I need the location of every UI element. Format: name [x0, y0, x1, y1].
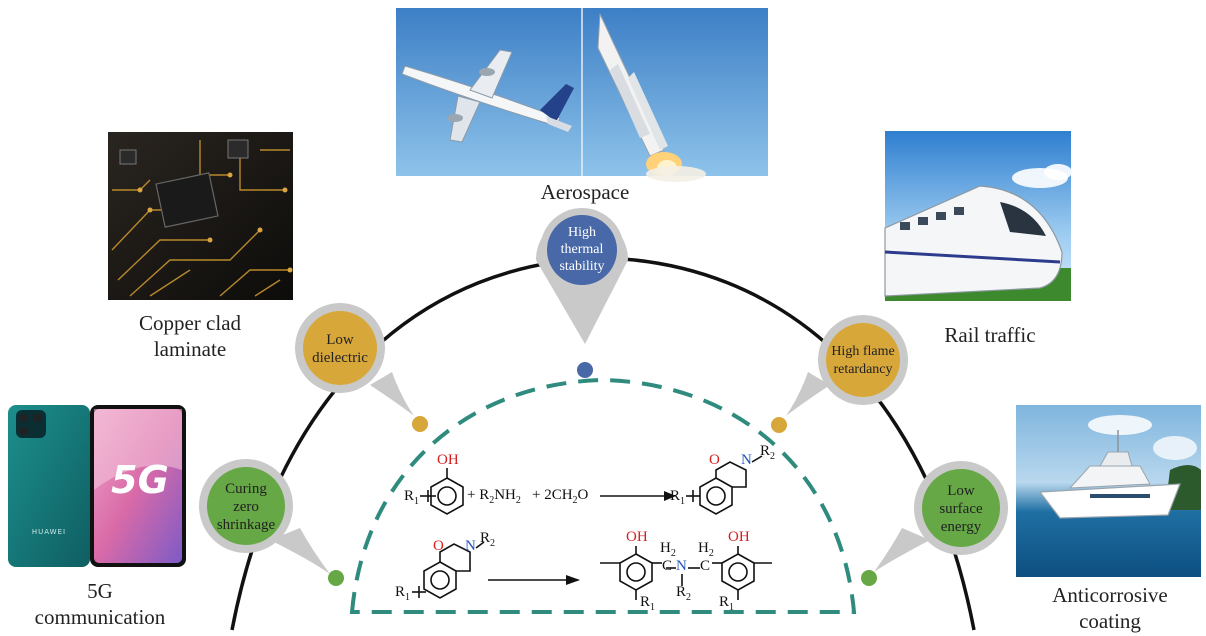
- dashed-inner-arc: [349, 377, 857, 614]
- r2-label-product: R2: [760, 443, 776, 462]
- yacht-photo: [1016, 405, 1201, 577]
- r1-label-reactant: R1: [395, 584, 411, 603]
- caption-5g-communication: 5G communication: [34, 579, 166, 629]
- caption-copper-clad-laminate: Copper clad laminate: [138, 311, 242, 361]
- caption-anticorrosive-coating: Anticorrosive coating: [1052, 583, 1168, 633]
- dot-zero-shrinkage: [328, 570, 344, 586]
- label-low-surface-energy: Low surface energy: [939, 483, 983, 535]
- dot-surface-energy: [861, 570, 877, 586]
- phenol-ring: [430, 477, 464, 515]
- caption-rail-traffic: Rail traffic: [944, 323, 1036, 347]
- r1-label-left-ring: R1: [640, 594, 656, 613]
- pin-low-dielectric: [295, 303, 428, 432]
- n-label-product: N: [741, 452, 752, 468]
- formaldehyde-term: + 2CH2O: [532, 487, 589, 506]
- h2-label-left: H2: [660, 540, 676, 559]
- o-label-reactant: O: [433, 538, 444, 554]
- caption-aerospace: Aerospace: [540, 180, 630, 204]
- rocket-image: [597, 13, 706, 182]
- h2-label-right: H2: [698, 540, 714, 559]
- n-label-bridge: N: [676, 558, 687, 574]
- reaction-2: [412, 541, 772, 600]
- pin-thermal-stability: [536, 208, 628, 378]
- r1-label-right-ring: R1: [719, 594, 735, 613]
- oh-label-left: OH: [626, 529, 648, 545]
- label-low-dielectric: Low dielectric: [312, 332, 368, 366]
- label-high-flame-retardancy: High flame retardancy: [831, 344, 895, 377]
- label-high-thermal-stability: High thermal stability: [559, 225, 605, 274]
- airplane-image: [401, 49, 574, 143]
- pin-zero-shrinkage: [199, 459, 344, 586]
- circuit-board-photo: [108, 132, 293, 300]
- aerospace-photo: [396, 8, 768, 182]
- r1-label-phenol: R1: [404, 488, 420, 507]
- c-label-left: C: [662, 558, 673, 574]
- o-label-product: O: [709, 452, 720, 468]
- pin-surface-energy: [861, 461, 1008, 586]
- smartphone-photo: [8, 405, 186, 567]
- r1-label-product: R1: [670, 488, 686, 507]
- phone-brand-text: HUAWEI: [31, 528, 67, 536]
- dot-low-dielectric: [412, 416, 428, 432]
- dot-thermal-stability: [577, 362, 593, 378]
- r2-label-bridge: R2: [676, 584, 692, 603]
- label-curing-zero-shrinkage: Curing zero shrinkage: [216, 481, 276, 533]
- oh-label-phenol: OH: [437, 452, 459, 468]
- dot-flame-retardancy: [771, 417, 787, 433]
- high-speed-train-photo: [884, 131, 1072, 301]
- amine-term: + R2NH2: [467, 487, 521, 506]
- reaction-1: [420, 455, 763, 515]
- oh-label-right: OH: [728, 529, 750, 545]
- c-label-right: C: [700, 558, 711, 574]
- fiveg-badge-text: 5G: [111, 458, 169, 502]
- pin-flame-retardancy: [771, 315, 908, 433]
- r2-label-reactant: R2: [480, 530, 496, 549]
- n-label-reactant: N: [465, 538, 476, 554]
